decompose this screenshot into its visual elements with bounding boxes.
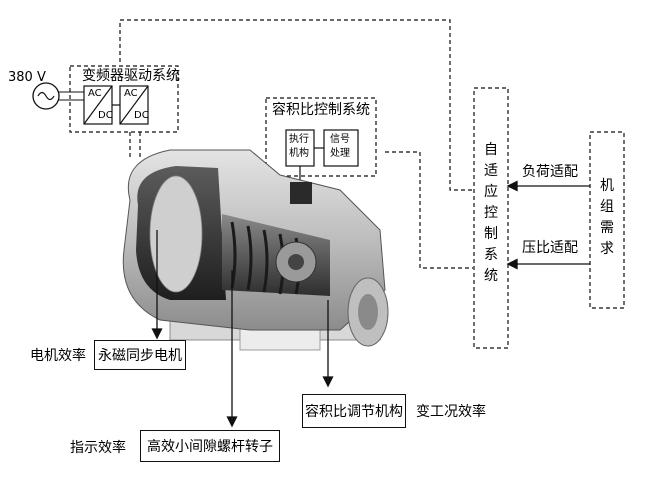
ac-source (32, 82, 84, 110)
signal-label: 信号 处理 (330, 134, 350, 159)
demand-arrows (506, 180, 590, 270)
vfd-feedback-line (119, 19, 473, 191)
pm-motor-box: 永磁同步电机 (94, 340, 186, 370)
signal-lines (69, 19, 625, 349)
adaptive-control-label: 自 适 应 控 制 系 统 (484, 142, 498, 284)
pressure-arrow-head (506, 258, 518, 270)
unit-demand-box (589, 131, 625, 309)
vr-control-label: 容积比控制系统 (272, 102, 370, 118)
voltage-label: 380 V (8, 70, 46, 85)
motor-efficiency-label: 电机效率 (30, 348, 86, 364)
adaptive-control-box (473, 87, 509, 349)
load-arrow-head (506, 180, 518, 192)
vfd-system-box (69, 65, 179, 133)
rotor-box: 高效小间隙螺杆转子 (140, 430, 280, 462)
signal-box (323, 129, 359, 167)
converter-2-ac: AC (124, 88, 138, 99)
unit-demand-label: 机 组 需 求 (600, 178, 614, 257)
converters (83, 85, 149, 125)
compressor-illustration (122, 149, 389, 351)
motor-stator (149, 175, 203, 293)
pressure-adapt-label: 压比适配 (522, 240, 578, 256)
pointer-lines (151, 230, 334, 428)
converter-1-ac: AC (88, 88, 102, 99)
vr-control-box (265, 97, 377, 177)
vr-feedback-line (385, 151, 473, 269)
variable-condition-efficiency-label: 变工况效率 (416, 404, 486, 420)
actuator-body (290, 182, 312, 204)
vr-mechanism-box: 容积比调节机构 (302, 394, 406, 428)
vfd-system-label: 变频器驱动系统 (82, 68, 180, 84)
converter-2-dc: DC (134, 110, 149, 121)
vr-subboxes (285, 129, 359, 182)
indicated-efficiency-label: 指示效率 (70, 440, 126, 456)
load-adapt-label: 负荷适配 (522, 164, 578, 180)
converter-1-dc: DC (98, 110, 113, 121)
actuator-label: 执行 机构 (289, 134, 309, 159)
